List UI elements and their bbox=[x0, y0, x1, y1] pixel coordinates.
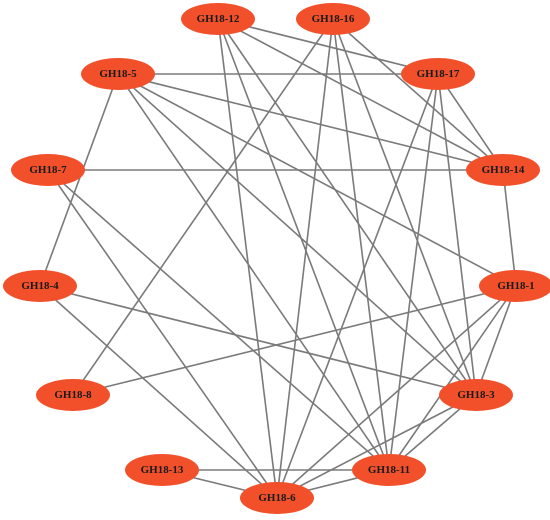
node-label-gh18-1: GH18-1 bbox=[497, 280, 534, 292]
edge-gh18-5-gh18-14 bbox=[117, 73, 504, 171]
edge-gh18-17-gh18-11 bbox=[388, 73, 439, 471]
node-label-gh18-7: GH18-7 bbox=[29, 164, 67, 176]
node-label-gh18-13: GH18-13 bbox=[141, 464, 184, 476]
node-ellipse-gh18-11 bbox=[352, 454, 426, 486]
node-label-gh18-11: GH18-11 bbox=[368, 464, 410, 476]
edge-gh18-4-gh18-3 bbox=[39, 285, 477, 396]
edge-gh18-16-gh18-6 bbox=[276, 18, 334, 499]
node-ellipse-gh18-16 bbox=[296, 3, 370, 35]
node-label-gh18-6: GH18-6 bbox=[258, 492, 296, 504]
node-gh18-5: GH18-5 bbox=[81, 58, 155, 90]
edge-gh18-5-gh18-1 bbox=[117, 73, 517, 287]
node-gh18-8: GH18-8 bbox=[36, 379, 110, 411]
node-label-gh18-17: GH18-17 bbox=[417, 68, 460, 80]
edge-gh18-5-gh18-3 bbox=[117, 73, 477, 396]
node-gh18-4: GH18-4 bbox=[3, 270, 77, 302]
node-label-gh18-3: GH18-3 bbox=[457, 389, 495, 401]
node-label-gh18-4: GH18-4 bbox=[21, 280, 59, 292]
edge-gh18-16-gh18-3 bbox=[332, 18, 477, 396]
node-label-gh18-14: GH18-14 bbox=[482, 164, 525, 176]
node-gh18-3: GH18-3 bbox=[439, 379, 513, 411]
edge-gh18-7-gh18-11 bbox=[47, 169, 390, 471]
node-gh18-7: GH18-7 bbox=[11, 154, 85, 186]
edge-gh18-5-gh18-11 bbox=[117, 73, 390, 471]
node-ellipse-gh18-3 bbox=[439, 379, 513, 411]
edge-gh18-12-gh18-11 bbox=[217, 18, 390, 471]
edge-gh18-14-gh18-1 bbox=[502, 169, 517, 287]
node-ellipse-gh18-14 bbox=[466, 154, 540, 186]
node-gh18-13: GH18-13 bbox=[125, 454, 199, 486]
node-ellipse-gh18-17 bbox=[401, 58, 475, 90]
edge-gh18-16-gh18-11 bbox=[332, 18, 390, 471]
node-gh18-14: GH18-14 bbox=[466, 154, 540, 186]
node-ellipse-gh18-12 bbox=[181, 3, 255, 35]
network-edges bbox=[39, 18, 517, 499]
node-gh18-12: GH18-12 bbox=[181, 3, 255, 35]
node-gh18-17: GH18-17 bbox=[401, 58, 475, 90]
node-ellipse-gh18-4 bbox=[3, 270, 77, 302]
node-label-gh18-12: GH18-12 bbox=[197, 13, 240, 25]
node-ellipse-gh18-7 bbox=[11, 154, 85, 186]
node-ellipse-gh18-6 bbox=[240, 482, 314, 514]
edge-gh18-12-gh18-17 bbox=[217, 18, 439, 75]
edge-gh18-4-gh18-6 bbox=[39, 285, 278, 499]
edge-gh18-5-gh18-4 bbox=[39, 73, 119, 287]
node-gh18-16: GH18-16 bbox=[296, 3, 370, 35]
edge-gh18-17-gh18-6 bbox=[276, 73, 439, 499]
edge-gh18-1-gh18-8 bbox=[72, 285, 517, 396]
edge-gh18-12-gh18-14 bbox=[217, 18, 504, 171]
node-ellipse-gh18-1 bbox=[479, 270, 550, 302]
edge-gh18-16-gh18-14 bbox=[332, 18, 504, 171]
node-ellipse-gh18-5 bbox=[81, 58, 155, 90]
node-label-gh18-8: GH18-8 bbox=[54, 389, 92, 401]
node-ellipse-gh18-8 bbox=[36, 379, 110, 411]
node-gh18-1: GH18-1 bbox=[479, 270, 550, 302]
node-ellipse-gh18-13 bbox=[125, 454, 199, 486]
edge-gh18-16-gh18-8 bbox=[72, 18, 334, 396]
node-label-gh18-5: GH18-5 bbox=[99, 68, 137, 80]
edge-gh18-1-gh18-11 bbox=[388, 285, 517, 471]
edge-gh18-17-gh18-3 bbox=[437, 73, 477, 396]
edge-gh18-1-gh18-6 bbox=[276, 285, 517, 499]
node-gh18-11: GH18-11 bbox=[352, 454, 426, 486]
edge-gh18-1-gh18-3 bbox=[475, 285, 517, 396]
edge-gh18-17-gh18-14 bbox=[437, 73, 504, 171]
edge-gh18-7-gh18-6 bbox=[47, 169, 278, 499]
edge-gh18-12-gh18-3 bbox=[217, 18, 477, 396]
node-label-gh18-16: GH18-16 bbox=[312, 13, 355, 25]
node-gh18-6: GH18-6 bbox=[240, 482, 314, 514]
edge-gh18-3-gh18-6 bbox=[276, 394, 477, 499]
edge-gh18-12-gh18-6 bbox=[217, 18, 278, 499]
